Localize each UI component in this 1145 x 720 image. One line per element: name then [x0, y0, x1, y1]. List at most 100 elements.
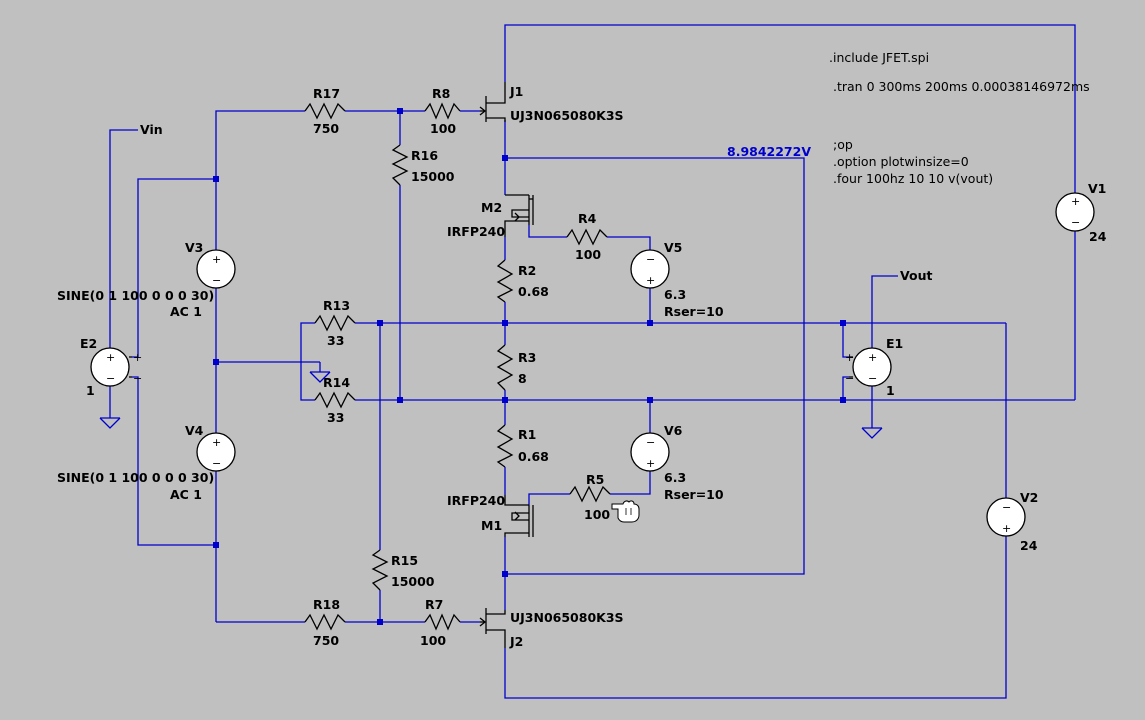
jfet-j2[interactable]: UJ3N065080K3S J2	[479, 608, 624, 649]
r5-name: R5	[586, 472, 604, 487]
r8-value: 100	[430, 121, 456, 136]
resistor-r4[interactable]: R4 100	[566, 211, 608, 262]
resistor-r8[interactable]: R8 100	[424, 86, 461, 136]
net-label-vout[interactable]: Vout	[900, 268, 932, 283]
r15-value: 15000	[391, 574, 435, 589]
v1-value: 24	[1089, 229, 1107, 244]
e2-name: E2	[80, 336, 97, 351]
r2-name: R2	[518, 263, 536, 278]
e2-plus-sign: +	[106, 351, 115, 364]
v2-minus-sign: −	[1002, 501, 1011, 514]
resistor-r18[interactable]: R18 750	[304, 597, 346, 648]
mosfet-m1[interactable]: IRFP240 M1	[447, 493, 534, 537]
hand-pointer-cursor-icon	[611, 500, 640, 523]
r18-value: 750	[313, 633, 339, 648]
v4-plus-sign: +	[212, 436, 221, 449]
directive-include[interactable]: .include JFET.spi	[829, 50, 929, 65]
vcvs-e2[interactable]: + − + − E2 1	[80, 336, 142, 398]
r2-value: 0.68	[518, 284, 549, 299]
e2-ctrl-minus-sign: −	[133, 372, 142, 385]
m2-name: M2	[481, 200, 502, 215]
e1-plus-sign: +	[868, 351, 877, 364]
resistor-r5[interactable]: R5 100	[569, 472, 611, 522]
v1-name: V1	[1088, 181, 1106, 196]
r18-name: R18	[313, 597, 340, 612]
r13-name: R13	[323, 298, 350, 313]
resistor-r15[interactable]: R15 15000	[371, 549, 435, 591]
jfet-j1[interactable]: J1 UJ3N065080K3S	[479, 82, 624, 123]
v4-name: V4	[185, 423, 204, 438]
e1-value: 1	[886, 383, 895, 398]
r16-name: R16	[411, 148, 438, 163]
wires[interactable]	[109, 24, 1076, 699]
v3-ac: AC 1	[170, 304, 202, 319]
r14-value: 33	[327, 410, 344, 425]
mosfet-m2[interactable]: M2 IRFP240	[447, 194, 534, 239]
probe-voltage-readout: 8.9842272V	[727, 144, 811, 159]
voltage-source-v2[interactable]: − + V2 24	[986, 490, 1038, 553]
v2-plus-sign: +	[1002, 522, 1011, 535]
e1-minus-sign: −	[868, 372, 877, 385]
r3-name: R3	[518, 350, 536, 365]
m1-name: M1	[481, 518, 502, 533]
vcvs-e1[interactable]: + − + − E1 1	[845, 336, 903, 398]
e1-ctrl-minus-sign: −	[845, 372, 854, 385]
directive-tran[interactable]: .tran 0 300ms 200ms 0.00038146972ms	[833, 79, 1090, 94]
e2-ctrl-plus-sign: +	[133, 351, 142, 364]
r7-name: R7	[425, 597, 443, 612]
e2-minus-sign: −	[106, 372, 115, 385]
net-label-vin[interactable]: Vin	[140, 122, 163, 137]
m1-model: IRFP240	[447, 493, 505, 508]
v5-value: 6.3	[664, 287, 686, 302]
resistor-r13[interactable]: R13 33	[314, 298, 356, 348]
v6-plus-sign: +	[646, 457, 655, 470]
resistor-r2[interactable]: R2 0.68	[496, 259, 549, 303]
resistor-r7[interactable]: R7 100	[420, 597, 461, 648]
ground-symbol-e1	[861, 427, 883, 439]
r13-value: 33	[327, 333, 344, 348]
directive-option[interactable]: .option plotwinsize=0	[833, 154, 969, 169]
resistor-r3[interactable]: R3 8	[496, 344, 536, 391]
r17-name: R17	[313, 86, 340, 101]
v5-plus-sign: +	[646, 274, 655, 287]
voltage-source-v4[interactable]: + − V4 SINE(0 1 100 0 0 0 30) AC 1	[57, 423, 236, 502]
j2-model: UJ3N065080K3S	[510, 610, 624, 625]
r15-name: R15	[391, 553, 418, 568]
r1-value: 0.68	[518, 449, 549, 464]
r17-value: 750	[313, 121, 339, 136]
r3-value: 8	[518, 371, 527, 386]
v4-minus-sign: −	[212, 457, 221, 470]
resistor-r17[interactable]: R17 750	[304, 86, 346, 136]
voltage-source-v3[interactable]: + − V3 SINE(0 1 100 0 0 0 30) AC 1	[57, 240, 236, 319]
v3-minus-sign: −	[212, 274, 221, 287]
ground-symbol-e2	[99, 417, 121, 429]
v3-name: V3	[185, 240, 203, 255]
v3-value: SINE(0 1 100 0 0 0 30)	[57, 288, 214, 303]
j1-model: UJ3N065080K3S	[510, 108, 624, 123]
e1-ctrl-plus-sign: +	[845, 351, 854, 364]
v4-ac: AC 1	[170, 487, 202, 502]
j2-name: J2	[509, 634, 523, 649]
v4-value: SINE(0 1 100 0 0 0 30)	[57, 470, 214, 485]
ground-symbol-mid	[309, 371, 331, 383]
r8-name: R8	[432, 86, 450, 101]
v6-value: 6.3	[664, 470, 686, 485]
v2-name: V2	[1020, 490, 1038, 505]
v5-minus-sign: −	[646, 253, 655, 266]
v6-rser: Rser=10	[664, 487, 724, 502]
resistor-r14[interactable]: R14 33	[314, 375, 356, 425]
r4-value: 100	[575, 247, 601, 262]
voltage-source-v5[interactable]: − + V5 6.3 Rser=10	[630, 240, 724, 319]
resistor-r1[interactable]: R1 0.68	[496, 424, 549, 468]
directive-four[interactable]: .four 100hz 10 10 v(vout)	[833, 171, 993, 186]
r16-value: 15000	[411, 169, 455, 184]
spice-directives[interactable]: .include JFET.spi .tran 0 300ms 200ms 0.…	[829, 50, 1090, 186]
junctions	[213, 108, 846, 625]
voltage-source-v6[interactable]: − + V6 6.3 Rser=10	[630, 423, 724, 502]
directive-op[interactable]: ;op	[833, 137, 853, 152]
resistor-r16[interactable]: R16 15000	[391, 144, 455, 186]
m2-model: IRFP240	[447, 224, 505, 239]
e2-value: 1	[86, 383, 95, 398]
voltage-source-v1[interactable]: + − V1 24	[1055, 181, 1107, 244]
